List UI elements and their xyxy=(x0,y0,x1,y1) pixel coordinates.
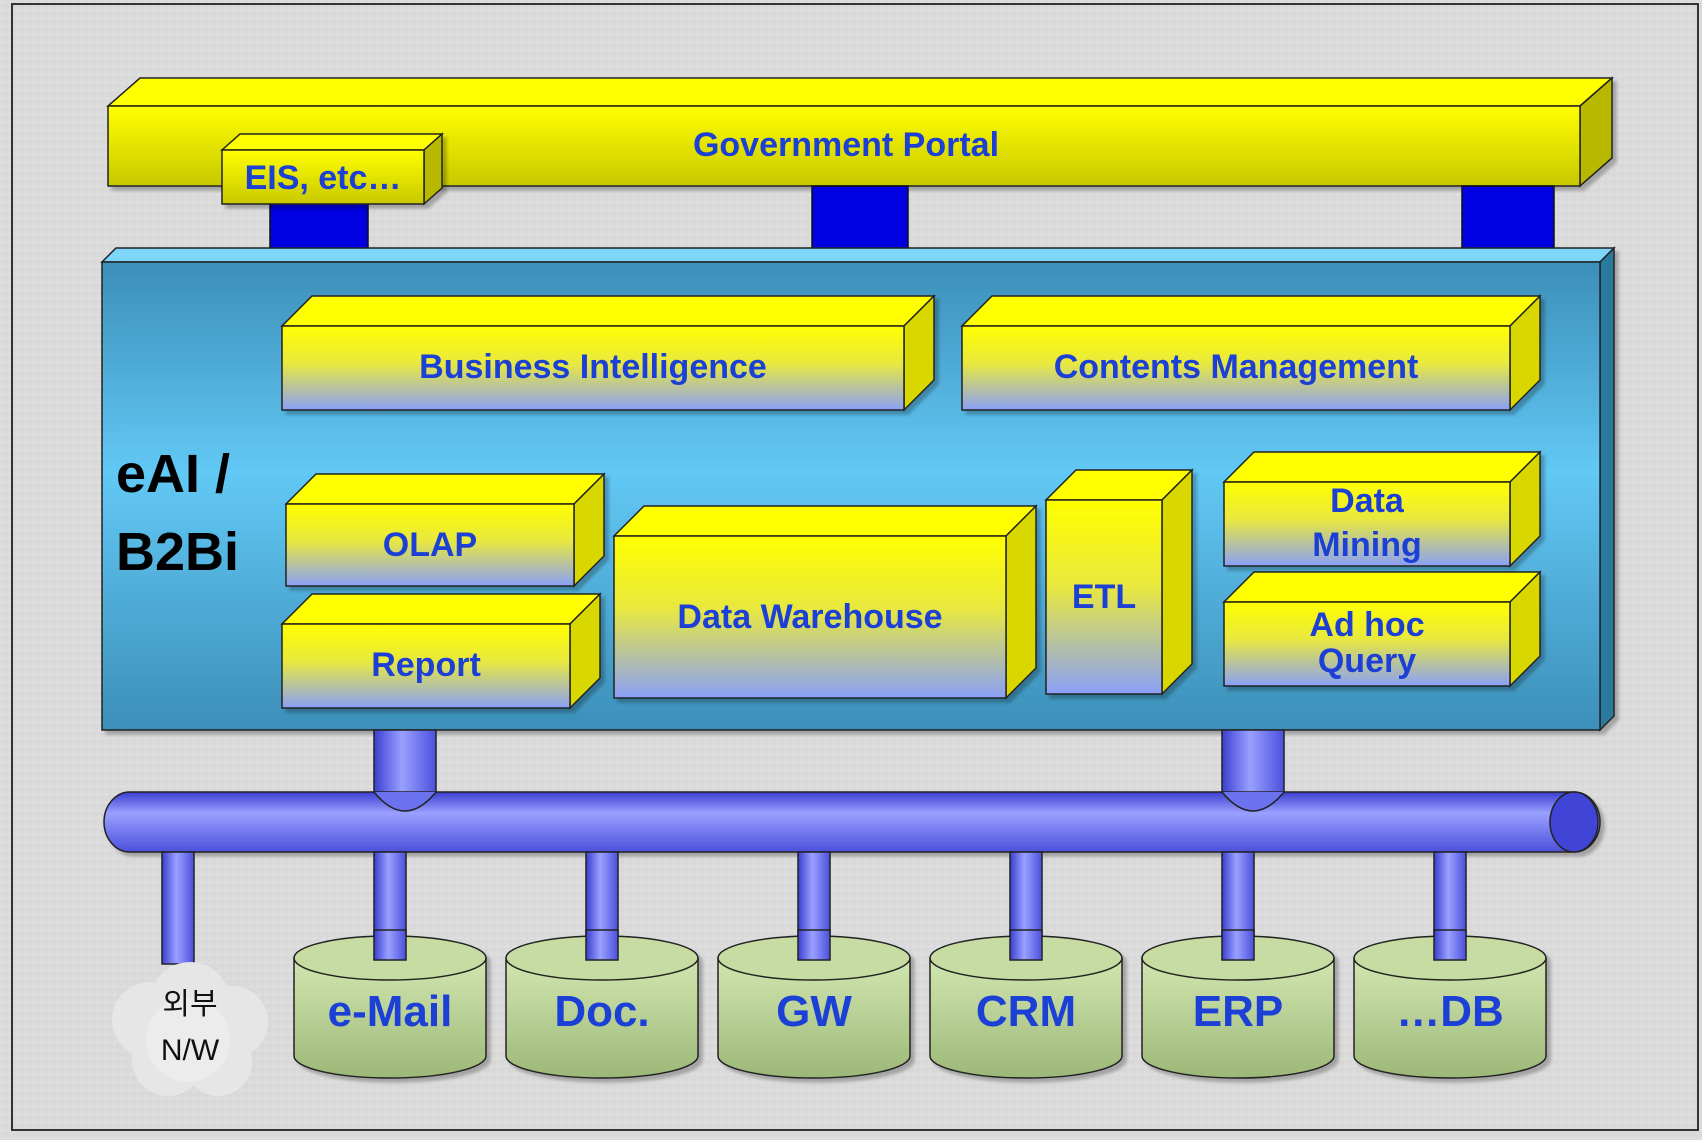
database-label: Doc. xyxy=(554,987,649,1036)
module-boxes: Business Intelligence Contents Management… xyxy=(280,294,1542,710)
portal-label: Government Portal xyxy=(693,126,999,164)
drop-pipe-external xyxy=(161,851,195,965)
olap-label: OLAP xyxy=(383,526,477,564)
pipe-join-left xyxy=(373,791,437,812)
drop-pipes xyxy=(161,851,1467,965)
platform-label-line2: B2Bi xyxy=(116,522,239,582)
external-network-label-line1: 외부 xyxy=(162,988,217,1021)
eis-label: EIS, etc… xyxy=(245,159,402,197)
bi-box xyxy=(280,294,936,412)
etl-box xyxy=(1044,468,1194,696)
data-mining-label-line2: Mining xyxy=(1312,526,1422,564)
database-label: e-Mail xyxy=(328,987,453,1036)
portal-connector-right xyxy=(1461,185,1555,253)
data-mining-box xyxy=(1222,450,1542,568)
pipe-join-right xyxy=(1221,791,1285,812)
portal-connector-center xyxy=(811,185,909,253)
bi-label: Business Intelligence xyxy=(419,348,767,386)
external-network-cloud xyxy=(112,962,268,1096)
dw-label: Data Warehouse xyxy=(677,598,942,636)
olap-box xyxy=(284,472,606,588)
adhoc-label-line1: Ad hoc xyxy=(1309,606,1424,644)
report-box xyxy=(280,592,602,710)
external-network-label-line2: N/W xyxy=(161,1034,220,1067)
etl-label: ETL xyxy=(1072,578,1136,616)
database-label: GW xyxy=(776,987,852,1036)
database-cylinders: e-Mail Doc. GW CRM ERP …DB xyxy=(293,929,1547,1079)
bus-pipe xyxy=(103,791,1601,853)
platform-label-line1: eAI / xyxy=(116,444,230,504)
cm-label: Contents Management xyxy=(1054,348,1419,386)
data-mining-label-line1: Data xyxy=(1330,482,1405,520)
database-label: …DB xyxy=(1396,987,1504,1036)
frame-border xyxy=(11,3,1699,1131)
database-label: CRM xyxy=(976,987,1076,1036)
cm-box xyxy=(960,294,1542,412)
report-label: Report xyxy=(371,646,481,684)
dw-box xyxy=(612,504,1038,700)
eis-box xyxy=(220,132,444,206)
adhoc-box xyxy=(1222,570,1542,688)
adhoc-label-line2: Query xyxy=(1318,642,1416,680)
database-label: ERP xyxy=(1193,987,1283,1036)
